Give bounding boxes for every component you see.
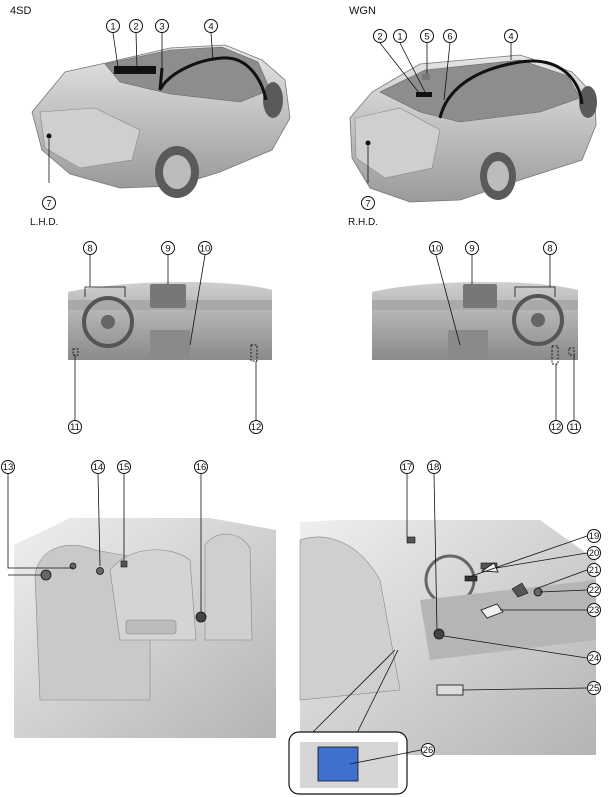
callout-12-lhd: 12 — [249, 420, 263, 434]
callout-11-lhd: 11 — [68, 420, 82, 434]
callout-18: 18 — [427, 460, 441, 474]
cabin-floor-unit — [436, 684, 464, 696]
svg-text:7: 7 — [46, 199, 51, 210]
callout-16: 16 — [194, 460, 208, 474]
callout-7-wagon: 7 — [361, 196, 375, 210]
svg-text:6: 6 — [447, 32, 452, 43]
svg-text:13: 13 — [3, 462, 14, 473]
svg-text:26: 26 — [423, 745, 434, 756]
callout-9-rhd: 9 — [465, 241, 479, 255]
callout-10-rhd: 10 — [429, 241, 443, 255]
callout-6: 6 — [443, 29, 457, 43]
svg-text:22: 22 — [589, 585, 600, 596]
callout-10-lhd: 10 — [198, 241, 212, 255]
svg-text:9: 9 — [469, 244, 474, 255]
svg-text:14: 14 — [93, 462, 104, 473]
callout-11-rhd: 11 — [567, 420, 581, 434]
callout-2-sedan: 2 — [129, 19, 143, 33]
rear-speaker-left — [40, 569, 52, 581]
svg-text:24: 24 — [589, 653, 600, 664]
callout-1-sedan: 1 — [106, 19, 120, 33]
callout-15: 15 — [117, 460, 131, 474]
rhd-center-display — [463, 284, 497, 308]
svg-text:8: 8 — [87, 244, 92, 255]
lhd-steering-wheel — [82, 296, 134, 348]
callout-3: 3 — [155, 19, 169, 33]
svg-text:4: 4 — [508, 32, 513, 43]
callout-22: 22 — [587, 583, 601, 597]
callout-19: 19 — [587, 529, 601, 543]
wagon-rear-sensor — [365, 140, 371, 146]
callout-24: 24 — [587, 651, 601, 665]
svg-text:19: 19 — [589, 531, 600, 542]
wagon-label: WGN — [349, 5, 376, 17]
callout-7-sedan: 7 — [42, 196, 56, 210]
svg-text:11: 11 — [569, 422, 579, 433]
lhd-center-display — [150, 284, 186, 308]
callout-20: 20 — [587, 546, 601, 560]
callout-23: 23 — [587, 603, 601, 617]
callout-4-wagon: 4 — [504, 29, 518, 43]
sedan-rear-sensor — [46, 133, 52, 139]
callout-13: 13 — [1, 460, 15, 474]
sedan-antenna-feeder — [158, 56, 268, 101]
wagon-amp — [422, 74, 430, 80]
svg-text:1: 1 — [110, 22, 115, 33]
callout-4-sedan: 4 — [204, 19, 218, 33]
dash-rhd-illustration — [372, 281, 578, 365]
cabin-buckle-sensor — [195, 611, 207, 623]
svg-text:21: 21 — [589, 565, 600, 576]
svg-text:8: 8 — [547, 244, 552, 255]
cabin-front-illustration — [288, 520, 596, 795]
callout-26: 26 — [421, 743, 435, 757]
svg-text:16: 16 — [196, 462, 207, 473]
svg-text:10: 10 — [200, 244, 211, 255]
sedan-illustration — [31, 44, 291, 198]
svg-text:23: 23 — [589, 605, 600, 616]
sedan-rear-glass-antenna — [114, 66, 156, 74]
svg-text:12: 12 — [551, 422, 562, 433]
rhd-steering-wheel — [512, 294, 564, 346]
svg-text:5: 5 — [424, 32, 429, 43]
wagon-antenna-feeder — [438, 59, 584, 119]
svg-text:12: 12 — [251, 422, 262, 433]
svg-text:2: 2 — [377, 32, 382, 43]
callout-12-rhd: 12 — [549, 420, 563, 434]
svg-text:15: 15 — [119, 462, 130, 473]
rhd-label: R.H.D. — [348, 217, 378, 228]
svg-text:18: 18 — [429, 462, 440, 473]
callout-14: 14 — [91, 460, 105, 474]
dash-lhd-illustration — [68, 281, 272, 362]
svg-text:17: 17 — [402, 462, 413, 473]
lhd-label: L.H.D. — [30, 217, 58, 228]
callout-2-wagon: 2 — [373, 29, 387, 43]
svg-text:1: 1 — [397, 32, 402, 43]
callout-1-wagon: 1 — [393, 29, 407, 43]
svg-text:9: 9 — [165, 244, 170, 255]
svg-text:11: 11 — [70, 422, 80, 433]
svg-text:3: 3 — [159, 22, 164, 33]
leader-lines — [7, 32, 588, 765]
svg-text:2: 2 — [133, 22, 138, 33]
svg-text:4: 4 — [208, 22, 213, 33]
callout-8-rhd: 8 — [543, 241, 557, 255]
svg-text:20: 20 — [589, 548, 600, 559]
cabin-rear-illustration — [14, 518, 276, 738]
svg-text:25: 25 — [589, 683, 600, 694]
wagon-glass-antenna — [416, 92, 432, 97]
callouts: 1 2 3 4 7 2 1 5 6 4 7 8 9 10 11 12 10 9 … — [1, 19, 601, 757]
callout-17: 17 — [400, 460, 414, 474]
sedan-label: 4SD — [10, 5, 31, 17]
callout-9-lhd: 9 — [161, 241, 175, 255]
callout-25: 25 — [587, 681, 601, 695]
svg-text:10: 10 — [431, 244, 442, 255]
callout-21: 21 — [587, 563, 601, 577]
svg-text:7: 7 — [365, 199, 370, 210]
callout-5: 5 — [420, 29, 434, 43]
wagon-illustration — [349, 54, 597, 203]
callout-8-lhd: 8 — [83, 241, 97, 255]
